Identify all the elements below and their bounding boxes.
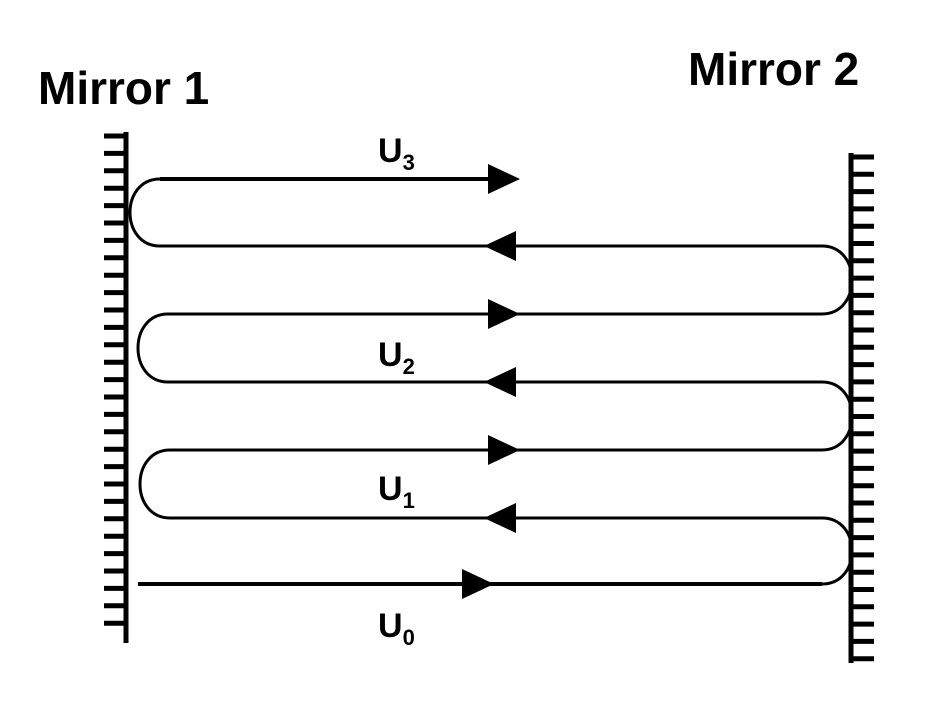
beam-reflection-m2-mid (821, 380, 854, 452)
beam-label-u0: U0 (378, 607, 415, 650)
beam-label-u3: U3 (378, 132, 415, 175)
beam-reflection-m1-bottom (138, 448, 171, 520)
beam-label-u2: U2 (378, 336, 415, 379)
beam-reflection-m1-top (128, 177, 161, 248)
beam-reflection-m1-mid (136, 312, 169, 384)
beam-reflection-m2-bottom (821, 516, 854, 586)
mirror-2-label: Mirror 2 (688, 43, 859, 95)
arrow-right-u0 (462, 569, 494, 599)
arrow-left-2 (484, 367, 516, 397)
arrow-right-u3 (488, 164, 520, 194)
mirror-1-label: Mirror 1 (38, 62, 209, 114)
arrow-right-1 (488, 435, 520, 465)
mirror-2-hatching (849, 154, 874, 662)
arrow-left-1 (484, 231, 516, 261)
arrowheads (462, 164, 520, 599)
mirror-1 (104, 132, 129, 643)
arrow-right-2 (488, 299, 520, 329)
arrow-left-3 (484, 503, 516, 533)
mirror-1-hatching (104, 133, 128, 626)
beam-label-u1: U1 (378, 470, 415, 513)
beam-reflection-m2-top (821, 244, 854, 316)
